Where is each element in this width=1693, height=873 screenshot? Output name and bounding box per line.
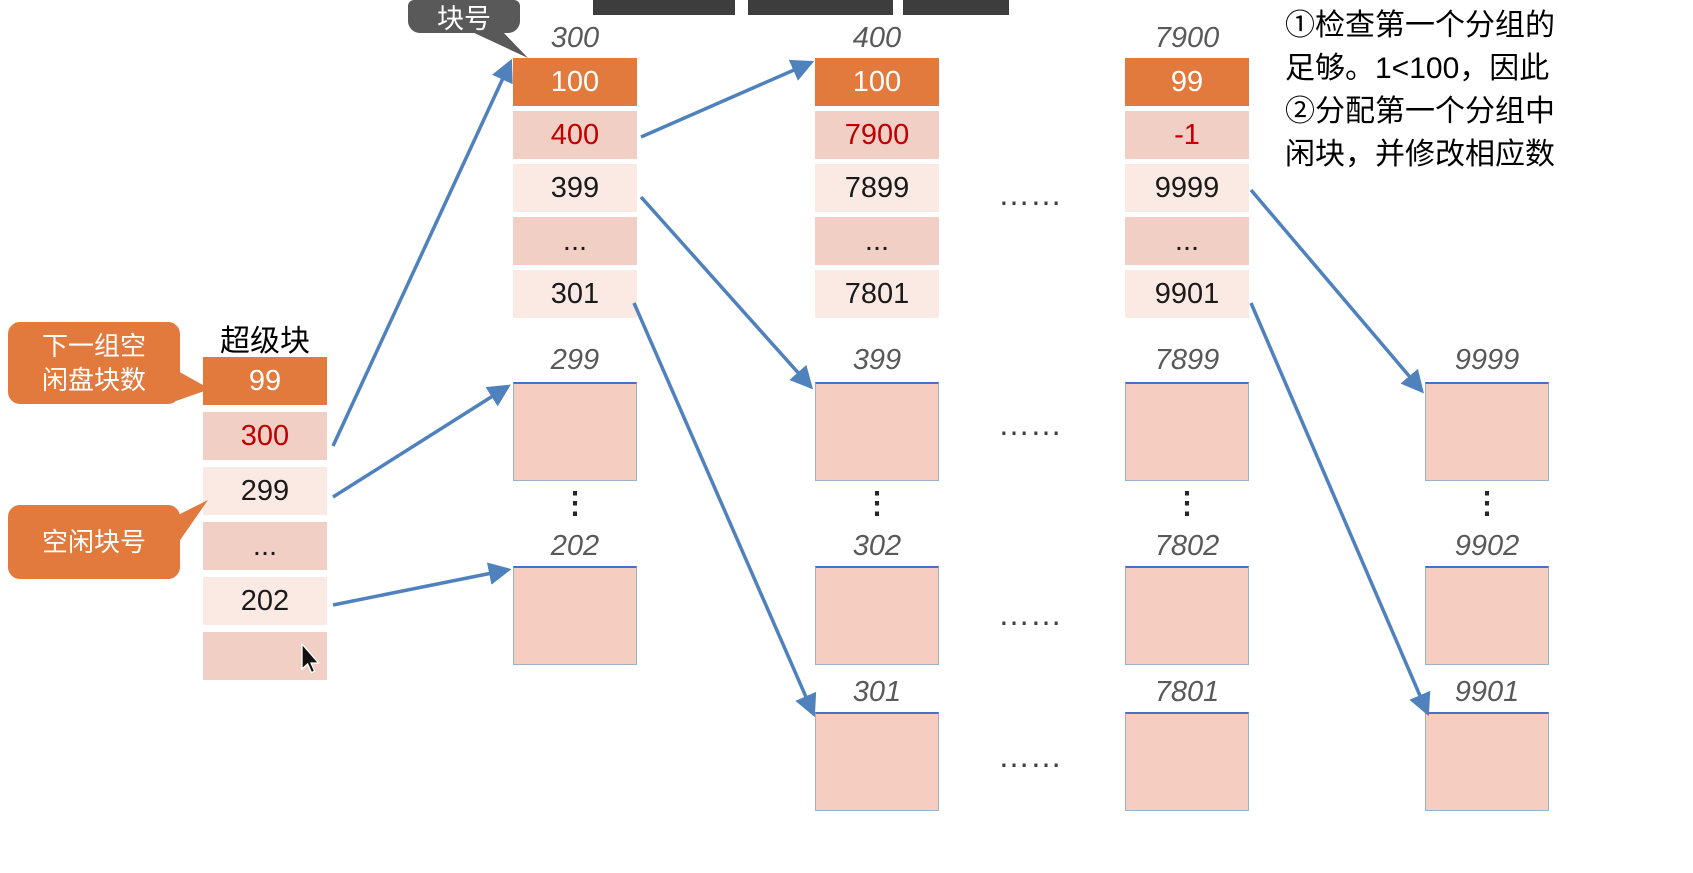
vertical-ellipsis-col4: ⋮ <box>1472 487 1502 520</box>
stack-400-cell-7801: 7801 <box>815 270 939 318</box>
horizontal-ellipsis-row4: …… <box>998 738 1062 774</box>
vertical-ellipsis-col2: ⋮ <box>862 487 892 520</box>
superblock-cell-empty <box>203 632 327 680</box>
block-label-202: 202 <box>550 530 600 562</box>
block-label-299: 299 <box>550 344 600 376</box>
annotation-line-4: 闲块，并修改相应数 <box>1285 138 1555 171</box>
disk-block-302 <box>815 566 939 665</box>
block-label-9901: 9901 <box>1454 676 1520 708</box>
next-group-callout: 下一组空 闲盘块数 <box>8 322 180 404</box>
block-label-399: 399 <box>852 344 902 376</box>
block-label-302: 302 <box>852 530 902 562</box>
block-label-9999: 9999 <box>1454 344 1520 376</box>
stack-400-label: 400 <box>852 22 902 54</box>
next-group-callout-line1: 下一组空 <box>41 331 146 361</box>
stack-400-count-cell: 100 <box>815 58 939 106</box>
disk-block-7802 <box>1125 566 1249 665</box>
horizontal-ellipsis-row3: …… <box>998 596 1062 632</box>
free-block-callout: 空闲块号 <box>8 505 180 579</box>
block-label-301: 301 <box>852 676 902 708</box>
block-number-callout-label: 块号 <box>437 4 491 34</box>
stack-7900-cell-9999: 9999 <box>1125 164 1249 212</box>
vertical-ellipsis-col3: ⋮ <box>1172 487 1202 520</box>
stack-400: 100 7900 7899 ... 7801 <box>815 58 939 323</box>
disk-block-299 <box>513 382 637 481</box>
annotation-line-1: ①检查第一个分组的 <box>1285 9 1555 42</box>
stack-300-cell-399: 399 <box>513 164 637 212</box>
arrow-stack-300-to-stack-400 <box>640 59 815 139</box>
disk-block-9901 <box>1425 712 1549 811</box>
disk-block-7899 <box>1125 382 1249 481</box>
superblock-title: 超级块 <box>220 325 310 358</box>
block-label-7899: 7899 <box>1154 344 1220 376</box>
annotation-text: ①检查第一个分组的 足够。1<100，因此 ②分配第一个分组中 闲块，并修改相应… <box>1285 4 1555 176</box>
stack-300-cell-301: 301 <box>513 270 637 318</box>
stack-7900-link-cell: -1 <box>1125 111 1249 159</box>
stack-7900: 99 -1 9999 ... 9901 <box>1125 58 1249 323</box>
block-number-callout: 块号 <box>408 0 520 34</box>
stack-7900-count-cell: 99 <box>1125 58 1249 106</box>
stack-7900-cell-9901: 9901 <box>1125 270 1249 318</box>
vertical-ellipsis-col1: ⋮ <box>560 487 590 520</box>
cropped-shape-1 <box>593 0 735 15</box>
arrow-stack-300-to-block-399 <box>639 195 814 390</box>
superblock-link-cell: 300 <box>203 412 327 460</box>
stack-400-cell-7899: 7899 <box>815 164 939 212</box>
stack-300-label: 300 <box>550 22 600 54</box>
arrow-stack-7900-to-block-9901 <box>1249 302 1431 717</box>
cropped-shape-3 <box>903 0 1009 15</box>
arrow-stack-7900-to-block-9999 <box>1249 188 1424 394</box>
horizontal-ellipsis-row2: …… <box>998 406 1062 442</box>
cropped-shape-2 <box>748 0 893 15</box>
stack-7900-cell-dots: ... <box>1125 217 1249 265</box>
disk-block-9999 <box>1425 382 1549 481</box>
arrow-superblock-to-block-202 <box>332 562 512 607</box>
superblock-cell-dots: ... <box>203 522 327 570</box>
stack-300-count-cell: 100 <box>513 58 637 106</box>
disk-block-202 <box>513 566 637 665</box>
next-group-callout-line2: 闲盘块数 <box>41 365 146 395</box>
superblock-cell-299: 299 <box>203 467 327 515</box>
stack-400-link-cell: 7900 <box>815 111 939 159</box>
free-block-callout-label: 空闲块号 <box>41 527 146 557</box>
arrow-superblock-to-block-299 <box>332 384 511 499</box>
block-label-7801: 7801 <box>1154 676 1220 708</box>
stack-300: 100 400 399 ... 301 <box>513 58 637 323</box>
superblock-count-cell: 99 <box>203 357 327 405</box>
stack-300-link-cell: 400 <box>513 111 637 159</box>
horizontal-ellipsis-row1: …… <box>998 176 1062 212</box>
arrow-superblock-to-stack-300 <box>331 58 513 447</box>
arrow-stack-300-to-block-301 <box>632 302 817 718</box>
stack-400-cell-dots: ... <box>815 217 939 265</box>
stack-7900-label: 7900 <box>1154 22 1220 54</box>
annotation-line-3: ②分配第一个分组中 <box>1285 95 1555 128</box>
block-label-7802: 7802 <box>1154 530 1220 562</box>
superblock: 99 300 299 ... 202 <box>203 357 327 687</box>
superblock-cell-202: 202 <box>203 577 327 625</box>
disk-block-301 <box>815 712 939 811</box>
disk-block-399 <box>815 382 939 481</box>
stack-300-cell-dots: ... <box>513 217 637 265</box>
block-label-9902: 9902 <box>1454 530 1520 562</box>
annotation-line-2: 足够。1<100，因此 <box>1285 52 1550 85</box>
disk-block-9902 <box>1425 566 1549 665</box>
disk-block-7801 <box>1125 712 1249 811</box>
